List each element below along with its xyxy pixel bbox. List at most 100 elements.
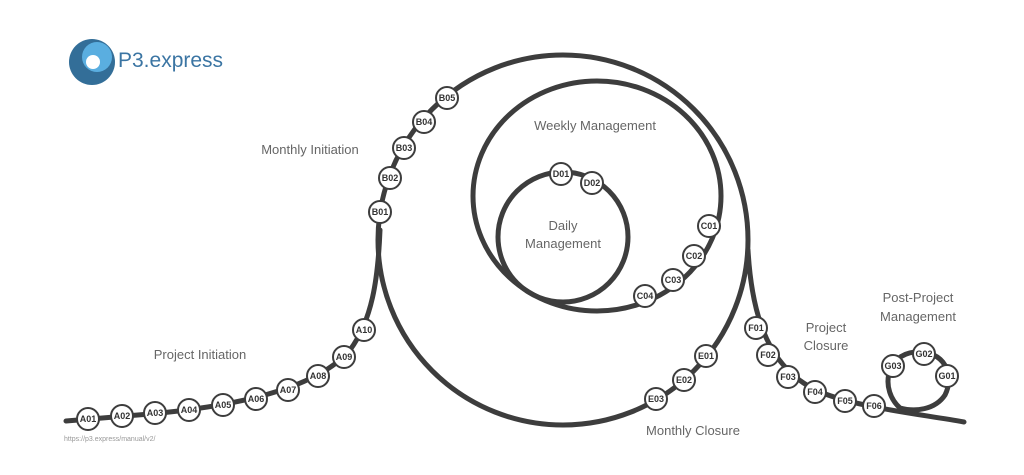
node-c02[interactable]: C02 <box>682 244 706 268</box>
node-e02[interactable]: E02 <box>672 368 696 392</box>
node-circle <box>803 380 827 404</box>
node-g02[interactable]: G02 <box>912 342 936 366</box>
node-label: A05 <box>215 400 232 410</box>
node-label: C02 <box>686 251 703 261</box>
node-circle <box>110 404 134 428</box>
node-a10[interactable]: A10 <box>352 318 376 342</box>
node-f05[interactable]: F05 <box>833 389 857 413</box>
node-g03[interactable]: G03 <box>881 354 905 378</box>
project-closure-track <box>745 247 967 425</box>
manual-url[interactable]: https://p3.express/manual/v2/ <box>64 436 156 443</box>
post-project-loop-track <box>885 349 952 413</box>
node-circle <box>697 214 721 238</box>
node-label: B04 <box>416 117 433 127</box>
node-a05[interactable]: A05 <box>211 393 235 417</box>
node-e01[interactable]: E01 <box>694 344 718 368</box>
weekly-loop-track <box>470 78 724 314</box>
node-circle <box>881 354 905 378</box>
label-daily-2: Management <box>525 236 601 251</box>
label-project-initiation: Project Initiation <box>154 347 247 362</box>
node-label: A06 <box>248 394 265 404</box>
node-circle <box>177 398 201 422</box>
node-b03[interactable]: B03 <box>392 136 416 160</box>
node-b02[interactable]: B02 <box>378 166 402 190</box>
label-post-project-1: Post-Project <box>883 290 954 305</box>
node-a08[interactable]: A08 <box>306 364 330 388</box>
node-d02[interactable]: D02 <box>580 171 604 195</box>
node-circle <box>435 86 459 110</box>
node-d01[interactable]: D01 <box>549 162 573 186</box>
node-label: D01 <box>553 169 570 179</box>
node-label: A08 <box>310 371 327 381</box>
label-post-project-2: Management <box>880 309 956 324</box>
node-f01[interactable]: F01 <box>744 316 768 340</box>
node-c03[interactable]: C03 <box>661 268 685 292</box>
node-label: C04 <box>637 291 654 301</box>
label-daily-1: Daily <box>549 218 578 233</box>
node-circle <box>76 407 100 431</box>
node-f04[interactable]: F04 <box>803 380 827 404</box>
node-a01[interactable]: A01 <box>76 407 100 431</box>
label-weekly-management: Weekly Management <box>534 118 656 133</box>
node-label: B03 <box>396 143 413 153</box>
node-label: C01 <box>701 221 718 231</box>
node-b05[interactable]: B05 <box>435 86 459 110</box>
node-g01[interactable]: G01 <box>935 364 959 388</box>
node-label: E01 <box>698 351 714 361</box>
label-monthly-closure: Monthly Closure <box>646 423 740 438</box>
node-circle <box>756 343 780 367</box>
logo-icon <box>69 39 115 85</box>
node-circle <box>352 318 376 342</box>
node-label: B01 <box>372 207 389 217</box>
node-label: F04 <box>807 387 823 397</box>
node-circle <box>833 389 857 413</box>
node-circle <box>276 378 300 402</box>
process-nodes: A01 A02 A03 A04 A05 A06 A07 A08 A09 A10 B01 B02 B03 B… <box>76 86 959 431</box>
node-label: G03 <box>884 361 901 371</box>
node-c01[interactable]: C01 <box>697 214 721 238</box>
node-a09[interactable]: A09 <box>332 345 356 369</box>
node-label: A09 <box>336 352 353 362</box>
node-circle <box>661 268 685 292</box>
node-a04[interactable]: A04 <box>177 398 201 422</box>
node-label: A04 <box>181 405 198 415</box>
node-label: F06 <box>866 401 882 411</box>
node-a07[interactable]: A07 <box>276 378 300 402</box>
project-initiation-track <box>63 227 383 424</box>
stage-labels: Monthly Initiation Weekly Management Dai… <box>154 118 957 438</box>
node-f02[interactable]: F02 <box>756 343 780 367</box>
label-project-closure-1: Project <box>806 320 847 335</box>
node-circle <box>644 387 668 411</box>
node-e03[interactable]: E03 <box>644 387 668 411</box>
node-circle <box>332 345 356 369</box>
node-f03[interactable]: F03 <box>776 365 800 389</box>
node-label: A07 <box>280 385 297 395</box>
node-circle <box>143 401 167 425</box>
node-a03[interactable]: A03 <box>143 401 167 425</box>
node-label: A01 <box>80 414 97 424</box>
node-circle <box>633 284 657 308</box>
node-b01[interactable]: B01 <box>368 200 392 224</box>
node-a02[interactable]: A02 <box>110 404 134 428</box>
node-circle <box>672 368 696 392</box>
node-label: D02 <box>584 178 601 188</box>
node-label: B05 <box>439 93 456 103</box>
node-circle <box>211 393 235 417</box>
node-a06[interactable]: A06 <box>244 387 268 411</box>
node-circle <box>682 244 706 268</box>
node-circle <box>580 171 604 195</box>
node-circle <box>244 387 268 411</box>
node-c04[interactable]: C04 <box>633 284 657 308</box>
node-label: F05 <box>837 396 853 406</box>
node-f06[interactable]: F06 <box>862 394 886 418</box>
node-circle <box>776 365 800 389</box>
node-circle <box>392 136 416 160</box>
node-b04[interactable]: B04 <box>412 110 436 134</box>
label-monthly-initiation: Monthly Initiation <box>261 142 359 157</box>
node-label: B02 <box>382 173 399 183</box>
node-label: A02 <box>114 411 131 421</box>
node-label: F02 <box>760 350 776 360</box>
node-label: A10 <box>356 325 373 335</box>
